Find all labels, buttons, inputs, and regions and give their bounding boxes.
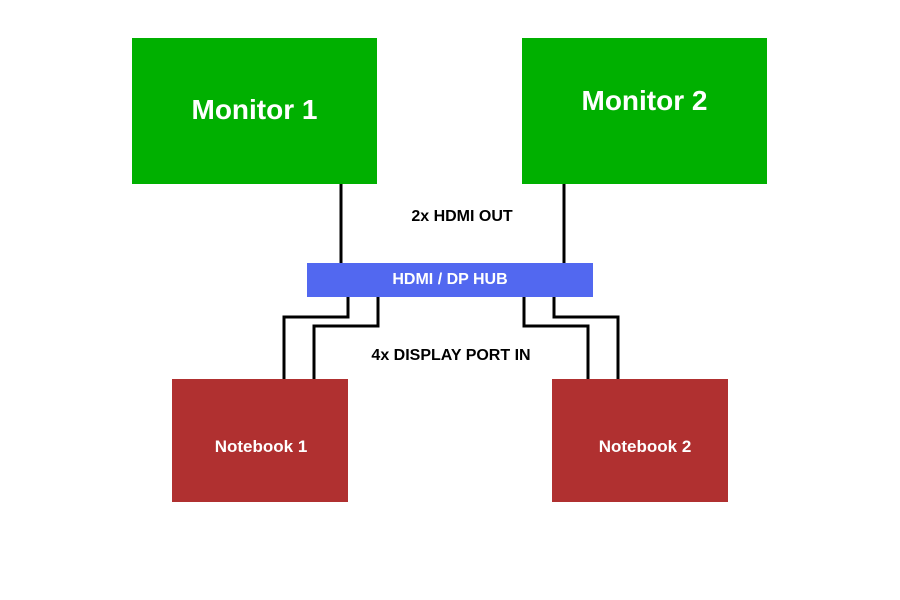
hub-label: HDMI / DP HUB: [392, 271, 508, 288]
monitor-1-box: Monitor 1: [132, 38, 377, 184]
hdmi-out-label: 2x HDMI OUT: [411, 208, 513, 225]
cables: [282, 182, 620, 381]
notebook-1-box: Notebook 1: [172, 379, 348, 502]
notebook-2-box: Notebook 2: [552, 379, 728, 502]
notebook-2-label: Notebook 2: [598, 436, 692, 456]
display-port-in-label: 4x DISPLAY PORT IN: [371, 347, 531, 364]
monitor-2-box: Monitor 2: [522, 38, 767, 184]
notebook-1-label: Notebook 1: [214, 436, 308, 456]
monitor-1-label: Monitor 1: [191, 94, 318, 125]
hub-box: HDMI / DP HUB: [307, 263, 593, 297]
monitor-2-label: Monitor 2: [581, 85, 708, 116]
